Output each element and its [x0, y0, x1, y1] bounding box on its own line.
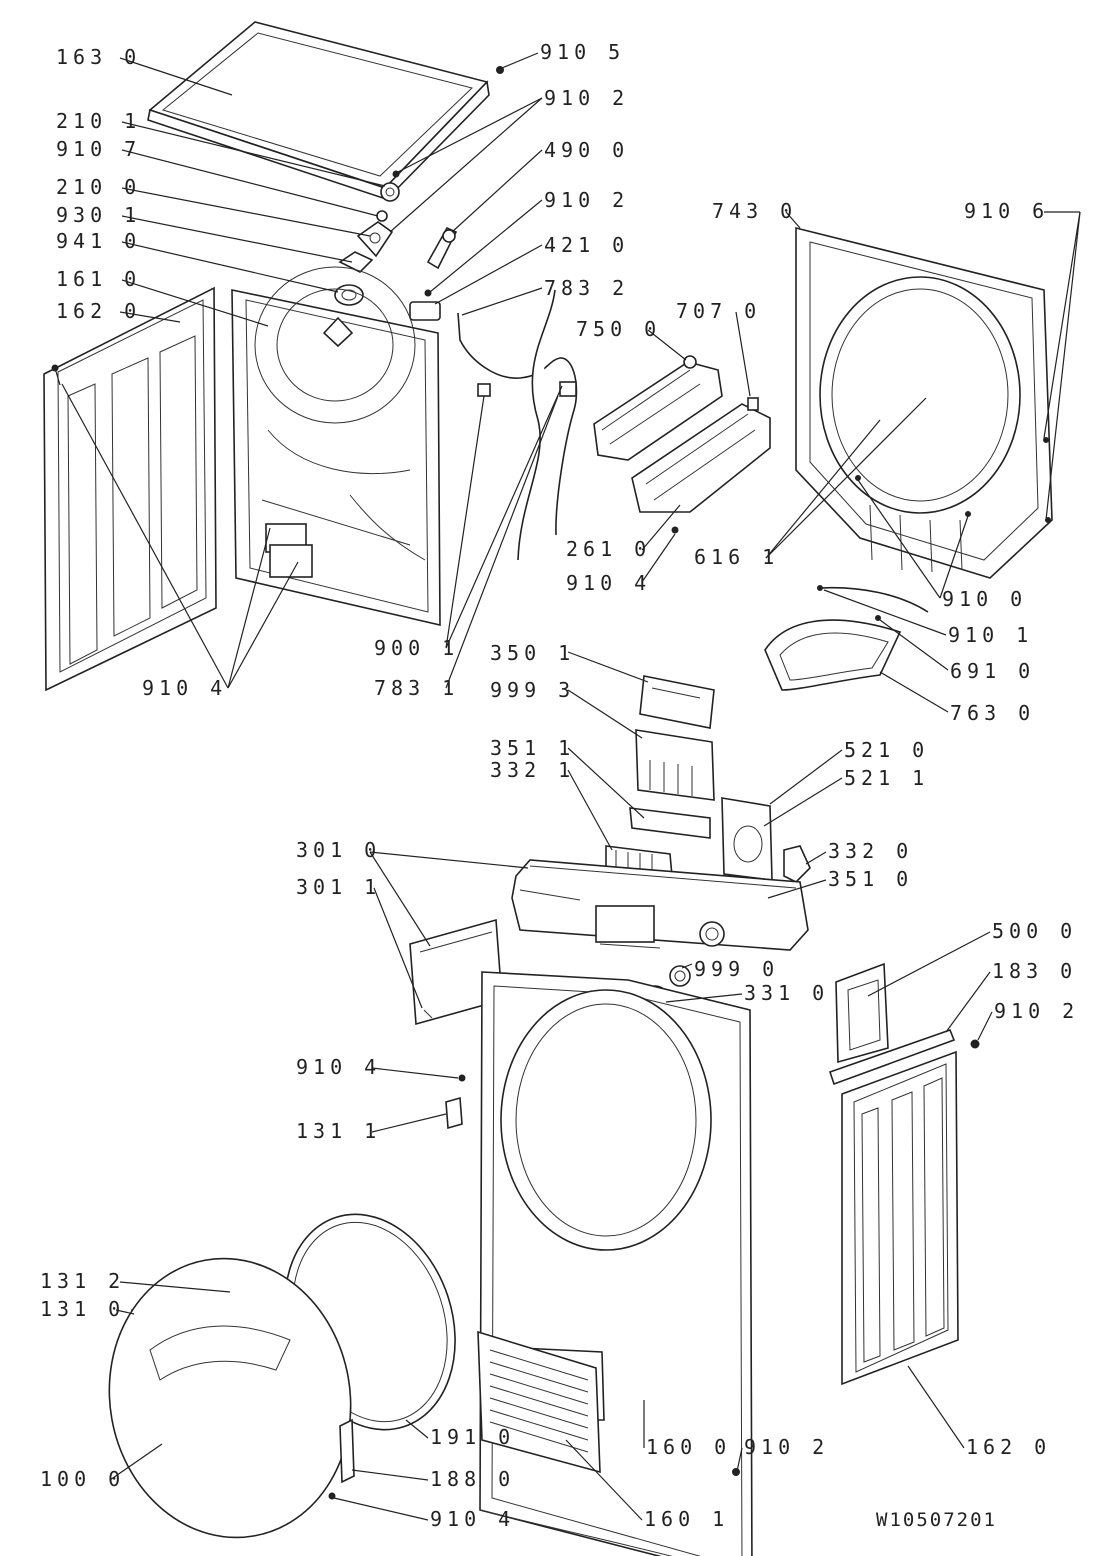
- label-910-2-a: 910 2: [544, 86, 629, 110]
- label-900-1: 900 1: [374, 636, 459, 660]
- label-162-0-b: 162 0: [966, 1435, 1051, 1459]
- part-front-bulkhead: [795, 226, 1053, 579]
- label-910-5: 910 5: [540, 40, 625, 64]
- label-163-0: 163 0: [56, 45, 141, 69]
- label-100-0: 100 0: [40, 1467, 125, 1491]
- part-latch-131-1: [445, 1096, 463, 1130]
- label-160-0: 160 0: [646, 1435, 731, 1459]
- part-hose-783: [457, 289, 578, 561]
- label-490-0: 490 0: [544, 138, 629, 162]
- label-521-0: 521 0: [844, 738, 929, 762]
- label-910-4-a: 910 4: [566, 571, 651, 595]
- label-941-0: 941 0: [56, 229, 141, 253]
- label-332-0: 332 0: [828, 839, 913, 863]
- part-module-521: [721, 797, 773, 881]
- document-code: W10507201: [876, 1509, 997, 1531]
- part-module-500: [835, 962, 889, 1064]
- part-sensor-490: [426, 226, 458, 270]
- part-front-panel: [479, 971, 753, 1556]
- label-616-1: 616 1: [694, 545, 779, 569]
- label-691-0: 691 0: [950, 659, 1035, 683]
- label-783-1: 783 1: [374, 676, 459, 700]
- screw-910-5: [496, 66, 504, 74]
- screw-910-4-bottom: [328, 1492, 336, 1500]
- label-910-4-c: 910 4: [296, 1055, 381, 1079]
- label-332-1: 332 1: [490, 758, 575, 782]
- label-910-0: 910 0: [942, 587, 1027, 611]
- label-930-1: 930 1: [56, 203, 141, 227]
- part-connector-421: [409, 289, 441, 321]
- label-210-0: 210 0: [56, 175, 141, 199]
- label-160-1: 160 1: [644, 1507, 729, 1531]
- label-191-0: 191 0: [430, 1425, 515, 1449]
- part-switch-332: [783, 845, 811, 883]
- label-910-4-b: 910 4: [142, 676, 227, 700]
- label-910-7: 910 7: [56, 137, 141, 161]
- part-water-container: [593, 355, 723, 461]
- label-351-0: 351 0: [828, 867, 913, 891]
- screw-910-4-left: [51, 364, 61, 386]
- label-910-2-d: 910 2: [744, 1435, 829, 1459]
- label-351-1: 351 1: [490, 736, 575, 760]
- part-top-cover: [147, 21, 490, 201]
- part-filter-strip: [817, 585, 929, 621]
- label-261-0: 261 0: [566, 537, 651, 561]
- label-999-3: 999 3: [490, 678, 575, 702]
- label-210-1: 210 1: [56, 109, 141, 133]
- label-131-1: 131 1: [296, 1119, 381, 1143]
- part-kick-plate: [477, 1330, 601, 1474]
- part-right-side-panel: [841, 1050, 959, 1386]
- label-500-0: 500 0: [992, 919, 1077, 943]
- part-door: [108, 1257, 352, 1539]
- screw-910-4-container: [671, 526, 679, 534]
- label-763-0: 763 0: [950, 701, 1035, 725]
- part-rail-183: [828, 1028, 956, 1086]
- label-188-0: 188 0: [430, 1467, 515, 1491]
- label-183-0: 183 0: [992, 959, 1077, 983]
- screw-910-2-right: [970, 1039, 980, 1049]
- label-910-2-c: 910 2: [994, 999, 1079, 1023]
- label-521-1: 521 1: [844, 766, 929, 790]
- label-783-2: 783 2: [544, 276, 629, 300]
- label-910-2-b: 910 2: [544, 188, 629, 212]
- label-301-1: 301 1: [296, 875, 381, 899]
- label-350-1: 350 1: [490, 641, 575, 665]
- part-board-999: [635, 729, 715, 801]
- label-301-0: 301 0: [296, 838, 381, 862]
- label-331-0: 331 0: [744, 981, 829, 1005]
- label-743-0: 743 0: [712, 199, 797, 223]
- label-910-1: 910 1: [948, 623, 1033, 647]
- part-bearing-stack: [334, 182, 400, 306]
- screw-910-4-mid: [458, 1074, 466, 1082]
- part-left-side-panel: [43, 286, 217, 692]
- screw-910-2-top: [392, 170, 400, 178]
- part-hinge-188: [339, 1418, 355, 1484]
- label-910-4-d: 910 4: [430, 1507, 515, 1531]
- leader-lines: [61, 52, 1081, 1521]
- label-910-6: 910 6: [964, 199, 1049, 223]
- label-707-0: 707 0: [676, 299, 761, 323]
- label-162-0-a: 162 0: [56, 299, 141, 323]
- label-161-0: 161 0: [56, 267, 141, 291]
- part-board-350: [639, 675, 715, 729]
- part-board-351: [629, 807, 711, 839]
- label-131-2: 131 2: [40, 1269, 125, 1293]
- part-control-console: [511, 859, 809, 951]
- callout-labels: 163 0 910 5 910 2 210 1 910 7 490 0 210 …: [40, 40, 1079, 1531]
- label-999-0: 999 0: [694, 957, 779, 981]
- part-rear-panel: [231, 266, 441, 627]
- label-750-0: 750 0: [576, 317, 661, 341]
- part-container-housing: [631, 397, 771, 513]
- label-421-0: 421 0: [544, 233, 629, 257]
- part-lint-filter: [764, 619, 902, 691]
- label-131-0: 131 0: [40, 1297, 125, 1321]
